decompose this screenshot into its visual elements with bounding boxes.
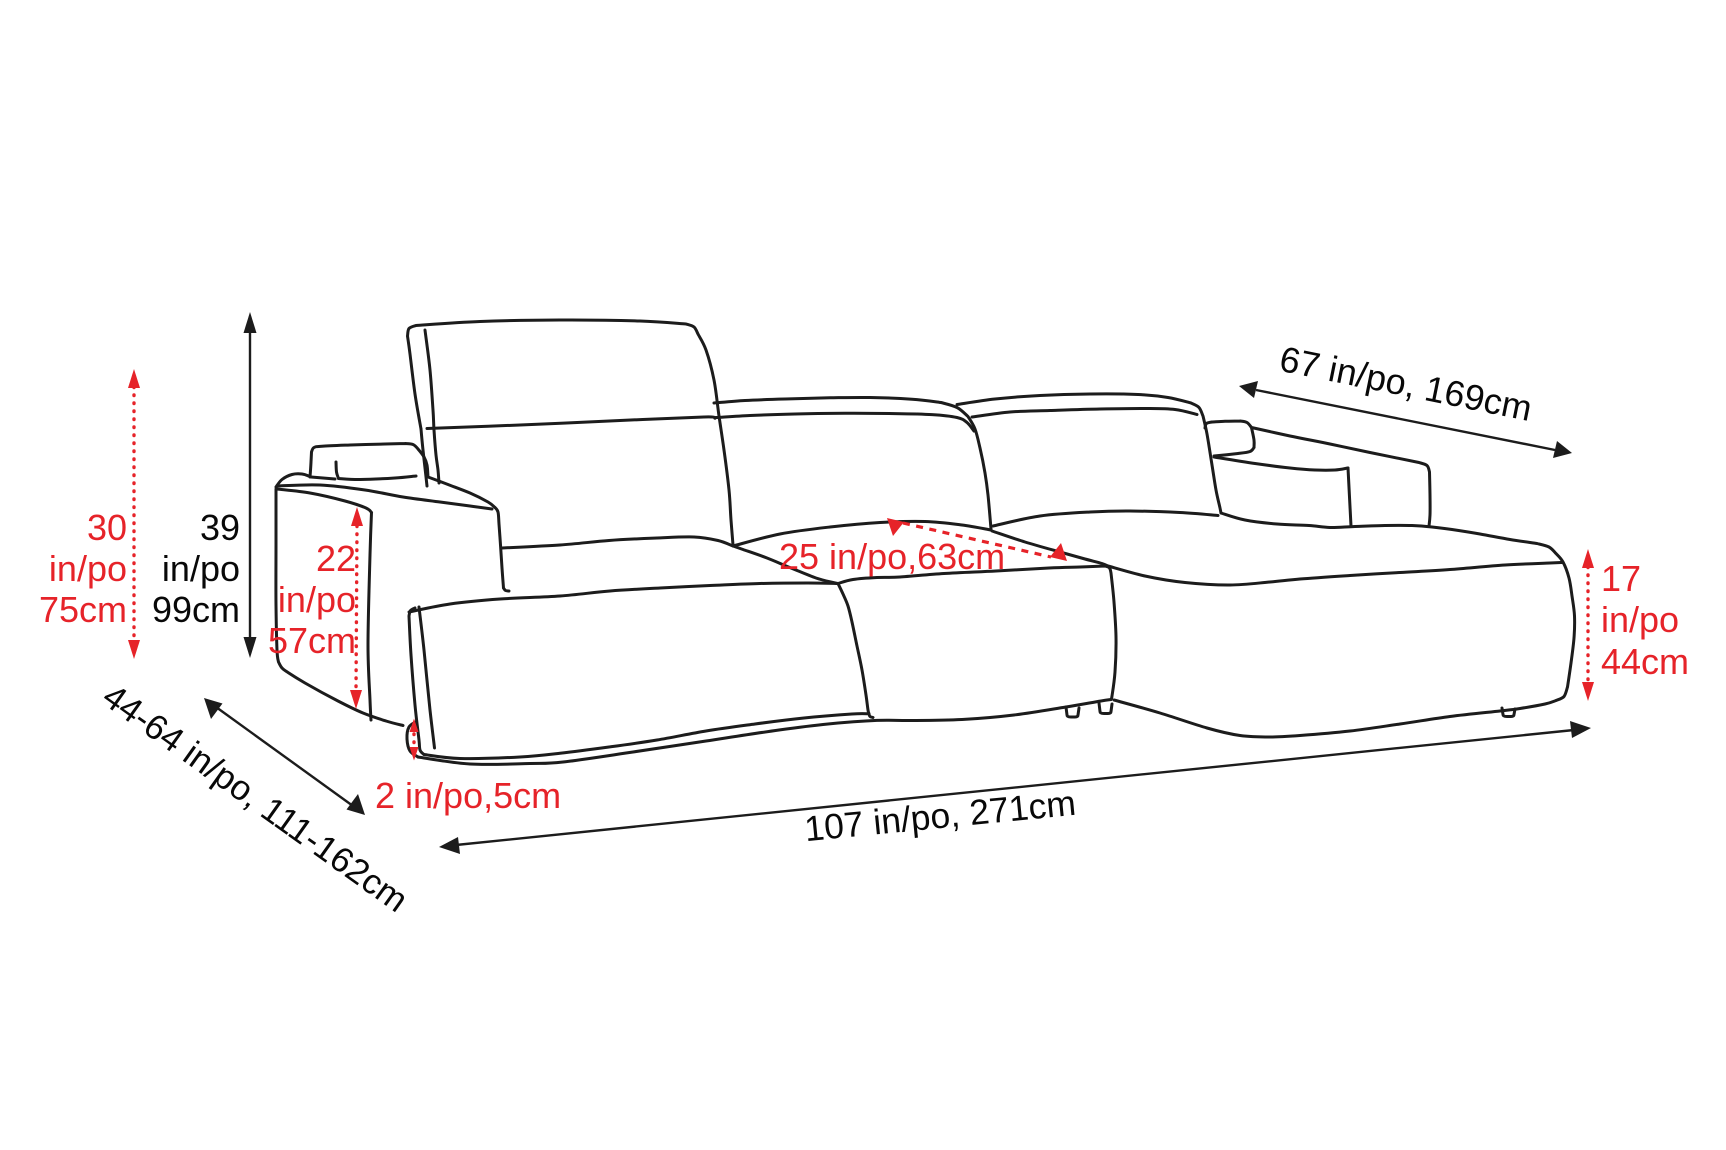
svg-text:17: 17 <box>1601 558 1641 599</box>
svg-text:107 in/po, 271cm: 107 in/po, 271cm <box>803 783 1078 849</box>
svg-text:75cm: 75cm <box>39 589 127 630</box>
svg-text:30: 30 <box>87 507 127 548</box>
svg-text:57cm: 57cm <box>268 620 356 661</box>
svg-text:99cm: 99cm <box>152 589 240 630</box>
svg-text:in/po: in/po <box>49 548 127 589</box>
svg-text:39: 39 <box>200 507 240 548</box>
svg-text:22: 22 <box>316 538 356 579</box>
svg-text:25 in/po,63cm: 25 in/po,63cm <box>779 536 1005 577</box>
svg-text:in/po: in/po <box>1601 599 1679 640</box>
svg-text:44cm: 44cm <box>1601 641 1689 682</box>
svg-text:in/po: in/po <box>162 548 240 589</box>
svg-text:in/po: in/po <box>278 579 356 620</box>
svg-text:67 in/po, 169cm: 67 in/po, 169cm <box>1276 338 1535 429</box>
svg-text:2 in/po,5cm: 2 in/po,5cm <box>375 775 561 816</box>
